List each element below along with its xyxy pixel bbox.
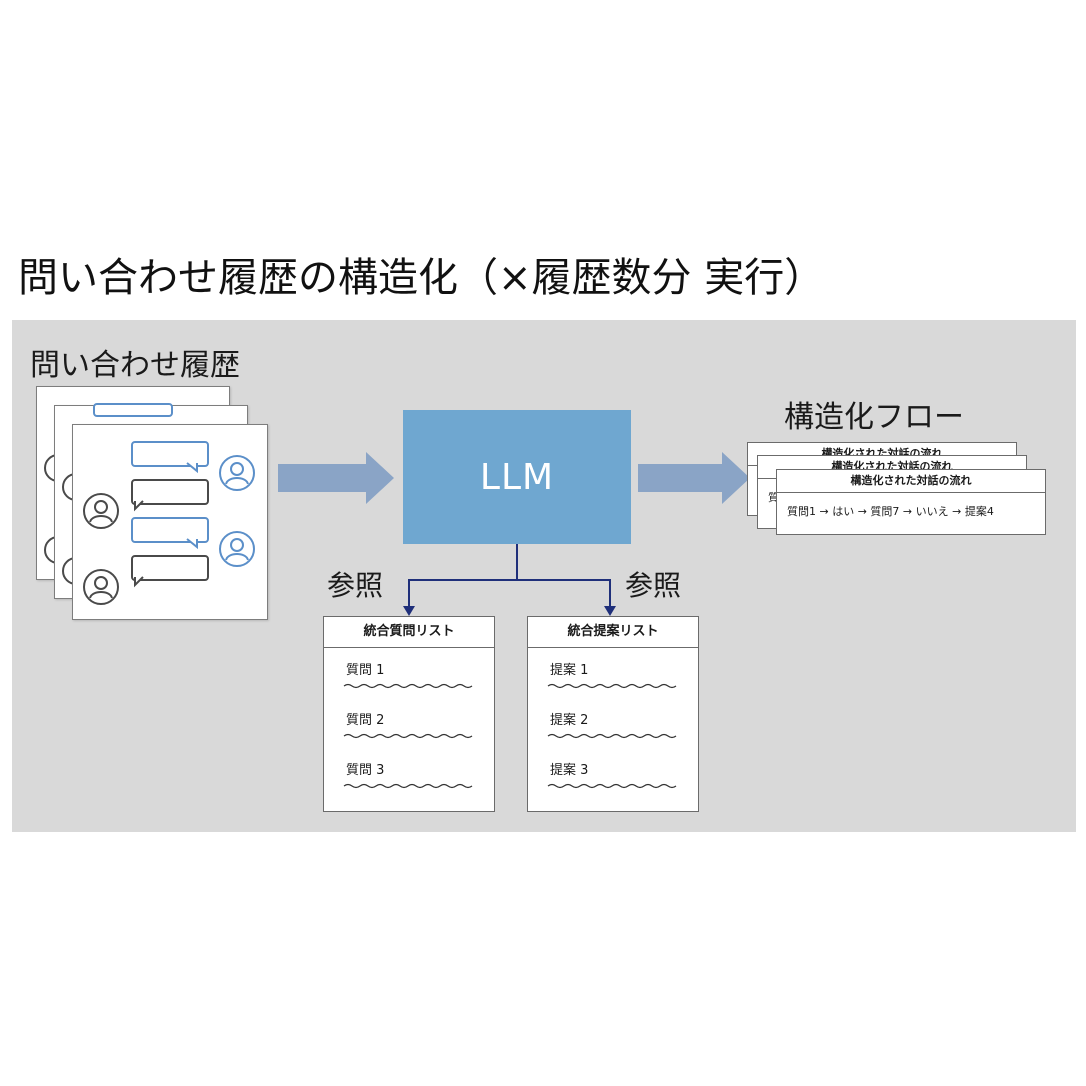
chat-bubble-tail-icon (134, 576, 144, 588)
flow-label: 構造化フロー (784, 400, 964, 435)
page-title: 問い合わせ履歴の構造化（×履歴数分 実行） (18, 255, 825, 301)
chat-bubble-tail-icon (134, 500, 144, 512)
chat-bubble-icon (131, 555, 209, 581)
text-placeholder-squiggle (343, 783, 473, 789)
user-icon (83, 569, 119, 605)
question-list: 統合質問リスト 質問 1 質問 2 質問 3 (323, 616, 495, 812)
chat-bubble-tail-icon (186, 462, 198, 474)
user-icon (219, 531, 255, 567)
reference-label-right: 参照 (625, 569, 682, 602)
arrow-right-icon (638, 452, 750, 504)
proposal-list-header: 統合提案リスト (528, 617, 698, 648)
reference-connector (403, 544, 616, 616)
flow-card-body: 質 (768, 491, 779, 504)
user-icon (219, 455, 255, 491)
text-placeholder-squiggle (343, 683, 473, 689)
chat-bubble-icon (93, 403, 173, 417)
reference-label-left: 参照 (327, 569, 384, 602)
text-placeholder-squiggle (547, 733, 677, 739)
question-list-header: 統合質問リスト (324, 617, 494, 648)
list-item: 提案 3 (550, 763, 589, 778)
history-card-front (72, 424, 268, 620)
flow-card-front: 構造化された対話の流れ 質問1 → はい → 質問7 → いいえ → 提案4 (776, 469, 1046, 535)
list-item: 質問 3 (346, 763, 385, 778)
list-item: 提案 1 (550, 663, 589, 678)
proposal-list: 統合提案リスト 提案 1 提案 2 提案 3 (527, 616, 699, 812)
arrow-down-icon (403, 606, 415, 616)
text-placeholder-squiggle (343, 733, 473, 739)
chat-bubble-icon (131, 479, 209, 505)
list-item: 提案 2 (550, 713, 589, 728)
flow-card-body: 質問1 → はい → 質問7 → いいえ → 提案4 (787, 505, 994, 518)
list-item: 質問 1 (346, 663, 385, 678)
chat-bubble-tail-icon (186, 538, 198, 550)
text-placeholder-squiggle (547, 783, 677, 789)
user-icon (83, 493, 119, 529)
chat-bubble-icon (131, 517, 209, 543)
history-label: 問い合わせ履歴 (30, 348, 240, 383)
llm-box: LLM (403, 410, 631, 544)
text-placeholder-squiggle (547, 683, 677, 689)
list-item: 質問 2 (346, 713, 385, 728)
flow-card-header: 構造化された対話の流れ (777, 470, 1045, 493)
arrow-down-icon (604, 606, 616, 616)
llm-label: LLM (479, 456, 555, 498)
chat-bubble-icon (131, 441, 209, 467)
arrow-right-icon (278, 452, 394, 504)
